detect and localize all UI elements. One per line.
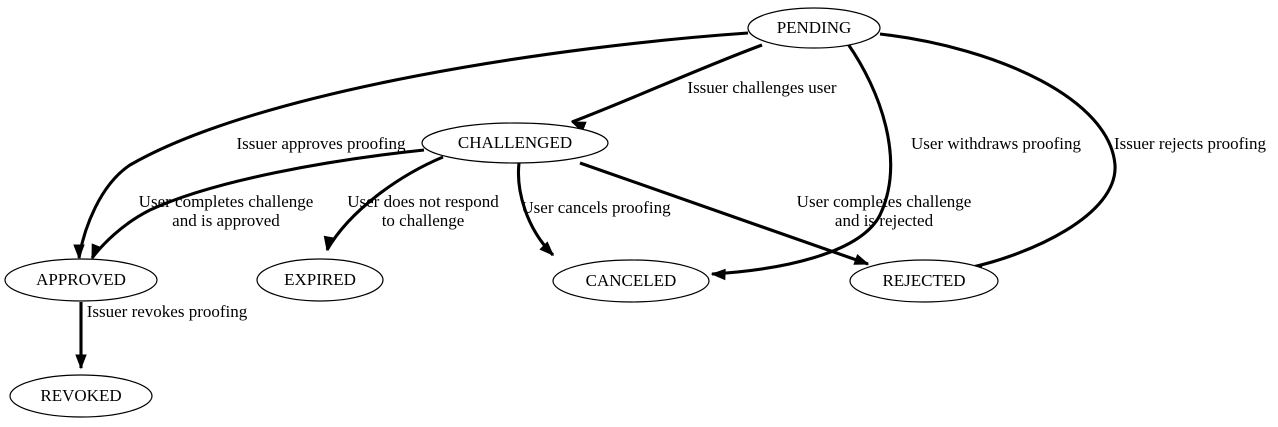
node-approved[interactable]: APPROVED [4, 258, 158, 302]
edge-label-pending-to-rejected: Issuer rejects proofing [1114, 134, 1267, 153]
edge-label-challenged-to-canceled: User cancels proofing [521, 198, 671, 217]
arrowhead-icon-approved-to-revoked [75, 354, 87, 370]
node-canceled[interactable]: CANCELED [552, 259, 710, 303]
node-pending[interactable]: PENDING [747, 7, 881, 49]
edge-label-pending-to-canceled: User withdraws proofing [911, 134, 1081, 153]
edge-line-challenged-to-approved [90, 148, 425, 259]
edge-line-challenged-to-rejected [579, 161, 869, 266]
edge-challenged-to-canceled [516, 162, 555, 257]
arrowhead-icon-challenged-to-canceled [539, 241, 554, 256]
edge-line-pending-to-challenged [571, 43, 763, 124]
node-shape-approved [4, 258, 158, 302]
nodes-layer: PENDING CHALLENGED APPROVED EXPIRED CANCELED… [4, 7, 999, 418]
arrowhead-icon-challenged-to-expired [323, 235, 335, 252]
node-label-rejected: REJECTED [882, 271, 965, 290]
node-shape-challenged [421, 122, 609, 164]
node-label-challenged: CHALLENGED [458, 133, 572, 152]
node-expired[interactable]: EXPIRED [256, 258, 384, 302]
node-challenged[interactable]: CHALLENGED [421, 122, 609, 164]
edge-challenged-to-expired [323, 155, 444, 252]
node-label-canceled: CANCELED [586, 271, 677, 290]
node-label-approved: APPROVED [36, 270, 126, 289]
arrowhead-icon-pending-to-approved [73, 244, 85, 260]
node-shape-pending [747, 7, 881, 49]
edge-line-pending-to-canceled [711, 43, 893, 276]
edge-label-pending-to-approved: Issuer approves proofing [236, 134, 406, 153]
node-label-expired: EXPIRED [284, 270, 356, 289]
edge-pending-to-canceled [710, 43, 893, 281]
node-rejected[interactable]: REJECTED [849, 259, 999, 303]
node-shape-canceled [552, 259, 710, 303]
edge-line-pending-to-rejected [879, 32, 1117, 270]
arrowhead-icon-challenged-to-rejected [853, 254, 870, 265]
edges-layer [73, 31, 1117, 370]
edge-pending-to-approved [73, 31, 749, 260]
edge-label-pending-to-challenged: Issuer challenges user [687, 78, 837, 97]
edge-challenged-to-rejected [579, 161, 870, 266]
node-shape-expired [256, 258, 384, 302]
node-shape-rejected [849, 259, 999, 303]
node-shape-revoked [9, 374, 153, 418]
arrowhead-icon-pending-to-canceled [710, 268, 726, 281]
node-label-revoked: REVOKED [40, 386, 121, 405]
edge-label-approved-to-revoked: Issuer revokes proofing [87, 302, 248, 321]
edge-line-pending-to-approved [77, 31, 749, 259]
edge-line-challenged-to-expired [325, 155, 444, 251]
edge-pending-to-rejected [879, 32, 1117, 277]
edge-approved-to-revoked [75, 302, 87, 370]
edge-challenged-to-approved [90, 148, 425, 260]
arrowhead-icon-challenged-to-approved [91, 243, 103, 260]
node-revoked[interactable]: REVOKED [9, 374, 153, 418]
node-label-pending: PENDING [777, 18, 852, 37]
